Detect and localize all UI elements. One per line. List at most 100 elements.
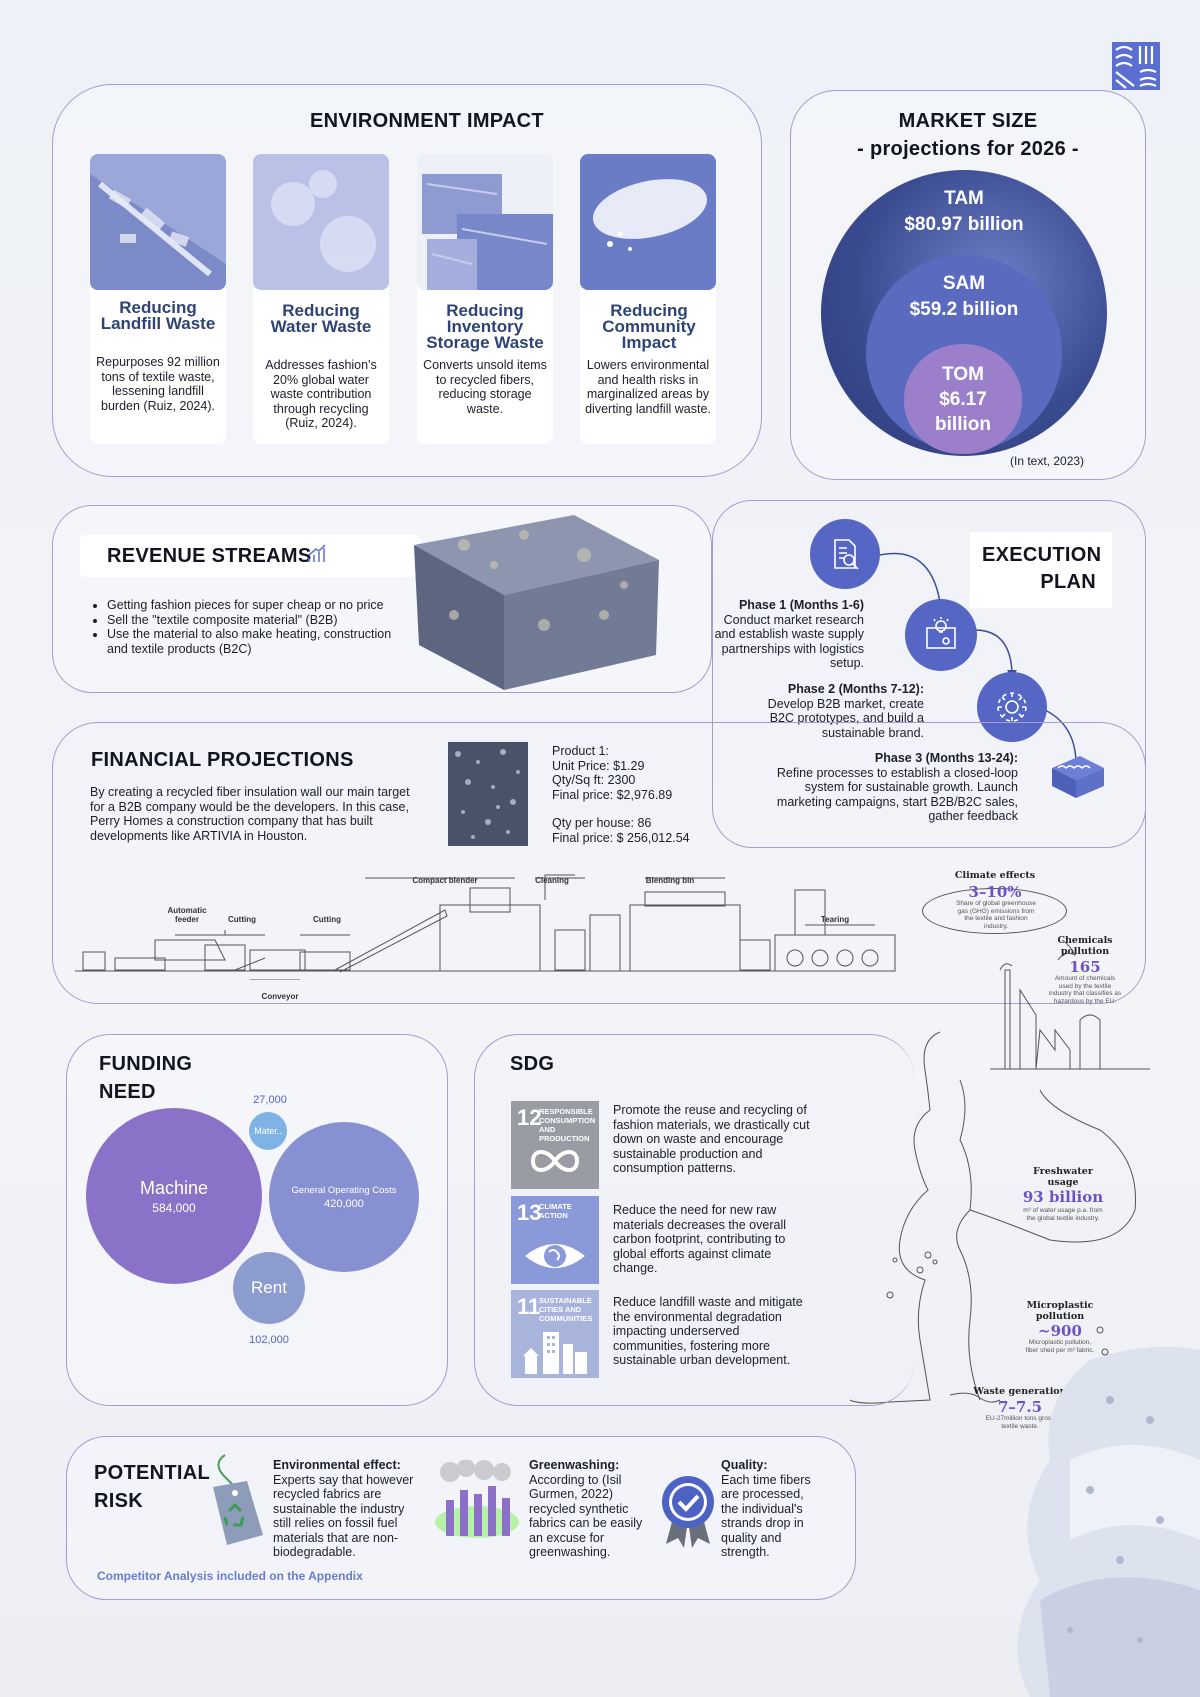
rent-label: Rent <box>251 1278 287 1297</box>
phase-3-text: Refine processes to establish a closed-l… <box>776 765 1018 824</box>
final-price: Final price: $2,976.89 <box>552 787 673 802</box>
sdg-12-number: 12 <box>517 1105 542 1130</box>
phase-1: Phase 1 (Months 1-6) Conduct market rese… <box>700 598 864 671</box>
product-name: Product 1: <box>552 744 609 758</box>
waste-generation-value: 7–7.5 <box>997 1398 1043 1416</box>
phase-2: Phase 2 (Months 7-12): Develop B2B marke… <box>750 682 924 740</box>
execution-title-box <box>970 532 1112 608</box>
insulation-product-icon <box>1048 750 1106 807</box>
inventory-storage-image <box>417 154 553 290</box>
factory-and-person-outline-illustration <box>849 940 1150 1404</box>
market-source: (In text, 2023) <box>1010 454 1085 468</box>
rent-bubble: Rent <box>233 1252 305 1324</box>
competitor-analysis-note: Competitor Analysis included on the Appe… <box>97 1569 363 1583</box>
microplastic-value: ~900 <box>1038 1322 1082 1340</box>
materials-bubble: Mater.. <box>249 1112 287 1150</box>
tom-label: TOM <box>942 364 984 385</box>
sdg-12-text: Promote the reuse and recycling of fashi… <box>613 1103 810 1175</box>
chemicals-value: 165 <box>1069 958 1101 976</box>
risk-title-2: RISK <box>94 1490 143 1512</box>
eye-globe-icon <box>525 1244 585 1268</box>
freshwater-title: Freshwater usage <box>1033 1166 1093 1188</box>
process-gear-icon <box>977 672 1047 742</box>
materials-label: Mater.. <box>254 1126 282 1136</box>
risk-quality: Quality: Each time fibers are processed,… <box>721 1458 821 1560</box>
risk-quality-text: Each time fibers are processed, the indi… <box>721 1472 811 1560</box>
risk-environmental-text: Experts say that however recycled fabric… <box>273 1472 414 1560</box>
revenue-item: Getting fashion pieces for super cheap o… <box>107 598 405 613</box>
textile-composite-block-image <box>404 505 664 700</box>
recycling-production-line-diagram <box>75 874 896 980</box>
sdg-11-number: 11 <box>517 1294 541 1319</box>
env-item-1-desc: Repurposes 92 million tons of textile wa… <box>96 355 220 413</box>
env-item-1-title: Reducing Landfill Waste <box>100 298 216 333</box>
sam-value: $59.2 billion <box>909 299 1019 320</box>
final-price-total: Final price: $ 256,012.54 <box>552 830 690 845</box>
revenue-item: Use the material to also make heating, c… <box>107 627 405 656</box>
environment-impact-title: ENVIRONMENT IMPACT <box>310 110 544 132</box>
water-waste-image <box>253 154 389 290</box>
chemicals-title: Chemicals pollution <box>1057 935 1113 957</box>
machine-value: 584,000 <box>152 1200 196 1215</box>
freshwater-value: 93 billion <box>1022 1188 1104 1206</box>
rent-value-label: 102,000 <box>249 1334 289 1346</box>
freshwater-desc: m³ of water usage p.a. from the global t… <box>1023 1207 1103 1222</box>
sdg-11-text: Reduce landfill waste and mitigate the e… <box>613 1295 803 1367</box>
label-cutting-2: Cutting <box>313 915 341 924</box>
climate-effects-value: 3–10% <box>968 883 1022 901</box>
prototype-design-icon <box>905 599 977 671</box>
research-document-icon <box>810 519 880 589</box>
phase-2-text: Develop B2B market, create B2C prototype… <box>767 696 924 740</box>
sdg-12-label: RESPONSIBLE CONSUMPTION AND PRODUCTION <box>539 1107 596 1143</box>
microplastic-title: Microplastic pollution <box>1026 1300 1094 1322</box>
climate-effects-desc: Share of global greenhouse gas (GHG) emi… <box>956 900 1036 930</box>
revenue-item: Sell the "textile composite material" (B… <box>107 613 405 628</box>
machine-label: Machine <box>139 1177 209 1198</box>
env-item-4-desc: Lowers environmental and health risks in… <box>585 358 711 416</box>
city-buildings-icon <box>523 1332 587 1374</box>
waste-generation-desc: EU-27million tons gross textile waste. <box>985 1415 1055 1430</box>
label-blending-bin: Blending bin <box>645 876 695 885</box>
label-automatic-feeder: Automatic feeder <box>167 906 207 924</box>
env-item-4-title: Reducing Community Impact <box>602 301 696 352</box>
quality-badge-icon <box>660 1474 716 1553</box>
climate-effects-title: Climate effects <box>954 870 1036 881</box>
phase-3: Phase 3 (Months 13-24): Refine processes… <box>762 751 1018 824</box>
label-compact-blender: Compact blender <box>412 876 478 885</box>
tom-value-1: $6.17 <box>939 389 987 410</box>
phase-2-label: Phase 2 (Months 7-12): <box>787 682 924 696</box>
sdg-13-badge: 13 CLIMATE ACTION <box>511 1196 599 1284</box>
env-item-2-title: Reducing Water Waste <box>270 301 372 336</box>
sdg-11-label: SUSTAINABLE CITIES AND COMMUNITIES <box>539 1296 593 1323</box>
sdg-11-badge: 11 SUSTAINABLE CITIES AND COMMUNITIES <box>511 1290 599 1378</box>
chart-growth-icon <box>306 543 328 570</box>
fabric-decoration-image <box>1017 1346 1200 1697</box>
execution-title-2: PLAN <box>1040 571 1096 593</box>
financial-product-details: Product 1: Unit Price: $1.29 Qty/Sq ft: … <box>552 744 690 845</box>
sdg-title: SDG <box>510 1053 555 1075</box>
unit-price: Unit Price: $1.29 <box>552 758 645 773</box>
greenwashing-factory-icon <box>432 1459 522 1545</box>
microplastic-desc: Microplastic pollution, fiber shed per m… <box>1025 1339 1095 1354</box>
execution-title-1: EXECUTION <box>982 544 1102 566</box>
materials-value-label: 27,000 <box>253 1094 287 1106</box>
risk-greenwashing: Greenwashing: According to (Isil Gurmen,… <box>529 1458 659 1560</box>
tom-circle: TOM $6.17 billion <box>904 344 1022 454</box>
financial-projections-card <box>52 722 1146 1004</box>
label-conveyor: Conveyor <box>261 992 299 1001</box>
label-cutting-1: Cutting <box>228 915 256 924</box>
sdg-card <box>474 1034 914 1406</box>
label-cleaning: Cleaning <box>535 876 569 885</box>
financial-desc: By creating a recycled fiber insulation … <box>90 785 410 843</box>
insulation-sample-image <box>448 742 528 846</box>
quantity-per-house: Qty per house: 86 <box>552 816 652 830</box>
quantity-sqft: Qty/Sq ft: 2300 <box>552 773 636 787</box>
landfill-waste-image <box>90 154 226 290</box>
general-operating-value: 420,000 <box>324 1197 364 1210</box>
general-operating-label: General Operating Costs <box>291 1184 397 1196</box>
risk-quality-label: Quality: <box>721 1458 768 1472</box>
funding-title-1: FUNDING <box>99 1053 193 1075</box>
tom-value-2: billion <box>935 414 991 435</box>
revenue-title-box <box>80 535 420 577</box>
sam-label: SAM <box>942 273 986 294</box>
